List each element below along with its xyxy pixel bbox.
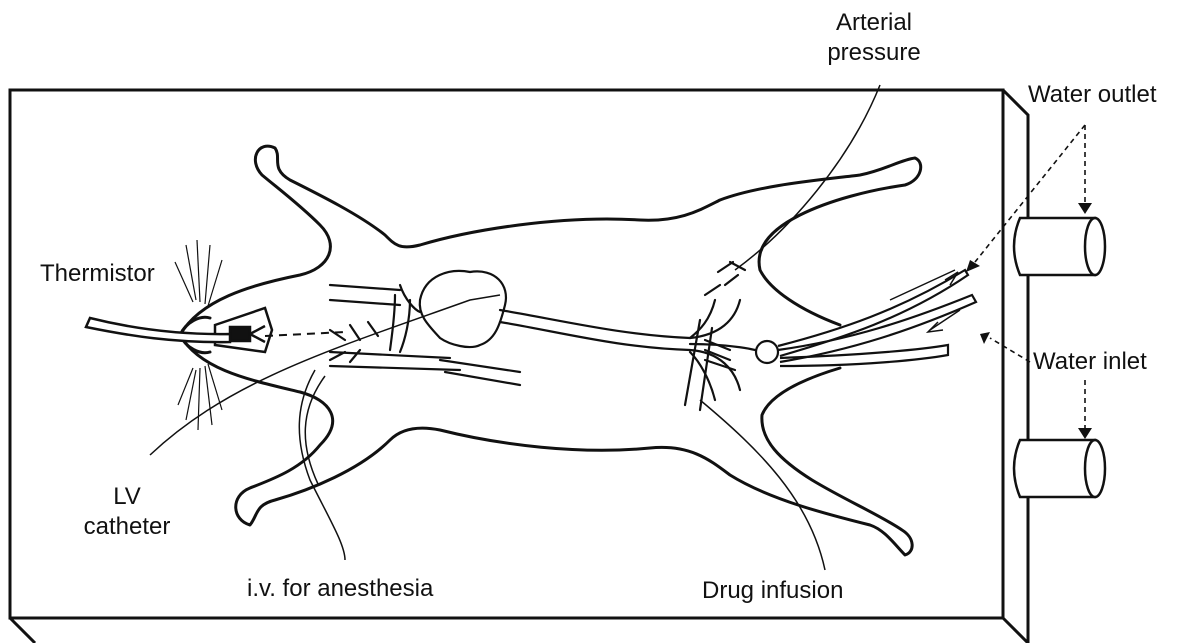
label-lv-catheter: LV catheter xyxy=(72,482,182,542)
water-port-inlet xyxy=(1014,440,1105,497)
water-port-outlet xyxy=(1014,218,1105,275)
label-arterial-pressure: Arterial pressure xyxy=(812,8,936,68)
board-bottom-right xyxy=(1003,618,1028,643)
heating-board xyxy=(10,90,1028,643)
label-thermistor: Thermistor xyxy=(40,259,155,289)
label-water-inlet: Water inlet xyxy=(1033,347,1147,377)
tail-base xyxy=(756,341,778,363)
label-lv-catheter-line1: LV xyxy=(72,482,182,512)
board-bottom-edge xyxy=(10,618,35,643)
board-right-side xyxy=(1003,90,1028,643)
label-drug-infusion: Drug infusion xyxy=(702,576,843,606)
label-arterial-pressure-line2: pressure xyxy=(812,38,936,68)
label-iv-anesthesia: i.v. for anesthesia xyxy=(247,574,433,604)
label-water-outlet: Water outlet xyxy=(1028,80,1157,110)
label-lv-catheter-line2: catheter xyxy=(72,512,182,542)
label-arterial-pressure-line1: Arterial xyxy=(812,8,936,38)
